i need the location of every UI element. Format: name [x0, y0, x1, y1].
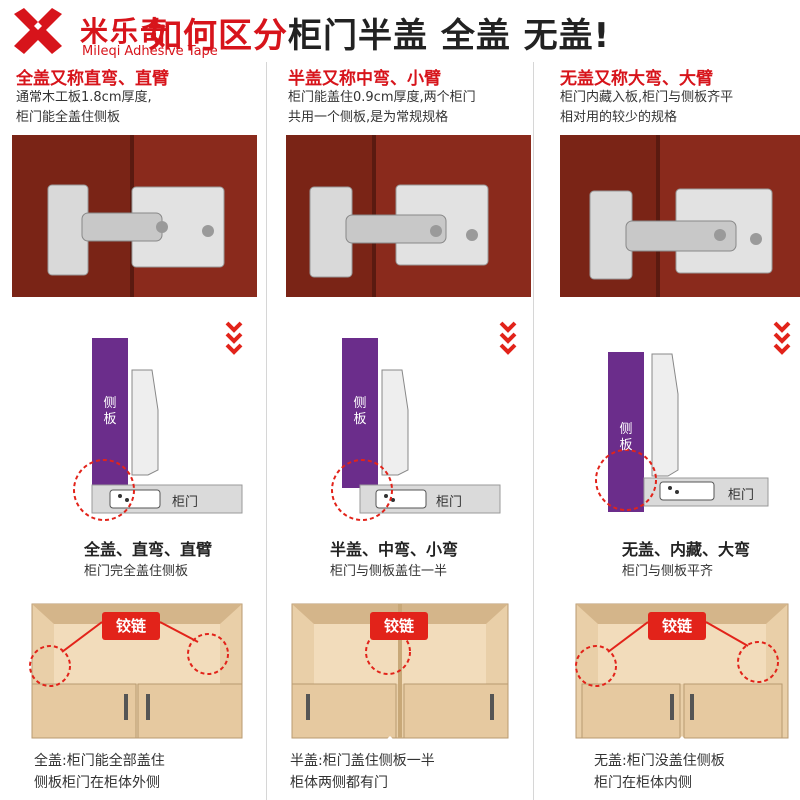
hinge-label: 铰链 — [648, 612, 706, 640]
bottom-line: 半盖:柜门盖住侧板一半 — [290, 753, 435, 769]
bottom-description: 半盖:柜门盖住侧板一半 柜体两侧都有门 — [290, 750, 435, 794]
hinge-label: 铰链 — [370, 612, 428, 640]
mileqi-logo-icon — [8, 6, 68, 58]
column-title-full-overlay: 全盖又称直弯、直臂 — [16, 69, 169, 89]
side-panel-label: 侧板 — [619, 422, 633, 453]
diagram-caption: 全盖、直弯、直臂 — [84, 540, 213, 559]
triple-chevron-down-icon — [773, 321, 791, 355]
bottom-line: 侧板柜门在柜体外侧 — [34, 775, 160, 791]
side-panel-label: 侧板 — [353, 396, 367, 427]
hinge-photo — [286, 135, 531, 297]
page-title: 如何区分柜门半盖 全盖 无盖! — [148, 8, 610, 57]
door-label: 柜门 — [436, 495, 463, 510]
column-description: 柜门能盖住0.9cm厚度,两个柜门 共用一个侧板,是为常规规格 — [288, 88, 476, 128]
cross-section-diagram: 侧板 柜门 — [60, 330, 260, 530]
hinge-label: 铰链 — [102, 612, 160, 640]
hinge-photo — [560, 135, 800, 297]
column-description: 通常木工板1.8cm厚度, 柜门能全盖住侧板 — [16, 88, 152, 128]
column-description: 柜门内藏入板,柜门与侧板齐平 相对用的较少的规格 — [560, 88, 733, 128]
bottom-description: 无盖:柜门没盖住侧板 柜门在柜体内侧 — [594, 750, 725, 794]
diagram-subcaption: 柜门与侧板平齐 — [622, 564, 714, 579]
bottom-line: 全盖:柜门能全部盖住 — [34, 753, 165, 769]
column-title-no-overlay: 无盖又称大弯、大臂 — [560, 69, 713, 89]
title-dark-part: 柜门半盖 全盖 无盖! — [288, 16, 611, 56]
bottom-description: 全盖:柜门能全部盖住 侧板柜门在柜体外侧 — [34, 750, 165, 794]
door-label: 柜门 — [172, 495, 199, 510]
cabinet-illustration: 铰链 — [276, 596, 524, 746]
diagram-subcaption: 柜门与侧板盖住一半 — [330, 564, 448, 579]
cross-section-diagram: 侧板 柜门 — [310, 330, 510, 530]
bottom-line: 无盖:柜门没盖住侧板 — [594, 753, 725, 769]
column-divider — [266, 62, 267, 800]
description-line: 柜门能全盖住侧板 — [16, 110, 121, 125]
cabinet-illustration: 铰链 — [12, 596, 260, 746]
diagram-caption: 半盖、中弯、小弯 — [330, 540, 459, 559]
description-line: 柜门能盖住0.9cm厚度,两个柜门 — [288, 90, 476, 105]
triple-chevron-down-icon — [225, 321, 243, 355]
description-line: 相对用的较少的规格 — [560, 110, 678, 125]
cabinet-illustration: 铰链 — [552, 596, 800, 746]
brand-name: 米乐奇 — [80, 15, 171, 48]
diagram-subcaption: 柜门完全盖住侧板 — [84, 564, 189, 579]
diagram-caption: 无盖、内藏、大弯 — [622, 540, 751, 559]
side-panel-label: 侧板 — [103, 396, 117, 427]
cross-section-diagram: 侧板 柜门 — [576, 330, 776, 530]
description-line: 通常木工板1.8cm厚度, — [16, 90, 152, 105]
hinge-photo — [12, 135, 257, 297]
brand-tagline: Mileqi Adhesive Tape — [82, 44, 218, 59]
description-line: 柜门内藏入板,柜门与侧板齐平 — [560, 90, 734, 105]
door-label: 柜门 — [728, 488, 755, 503]
triple-chevron-down-icon — [499, 321, 517, 355]
column-title-half-overlay: 半盖又称中弯、小臂 — [288, 69, 441, 89]
column-divider — [533, 62, 534, 800]
description-line: 共用一个侧板,是为常规规格 — [288, 110, 449, 125]
bottom-line: 柜体两侧都有门 — [290, 775, 388, 791]
title-red-part: 如何区分 — [148, 16, 288, 56]
bottom-line: 柜门在柜体内侧 — [594, 775, 692, 791]
